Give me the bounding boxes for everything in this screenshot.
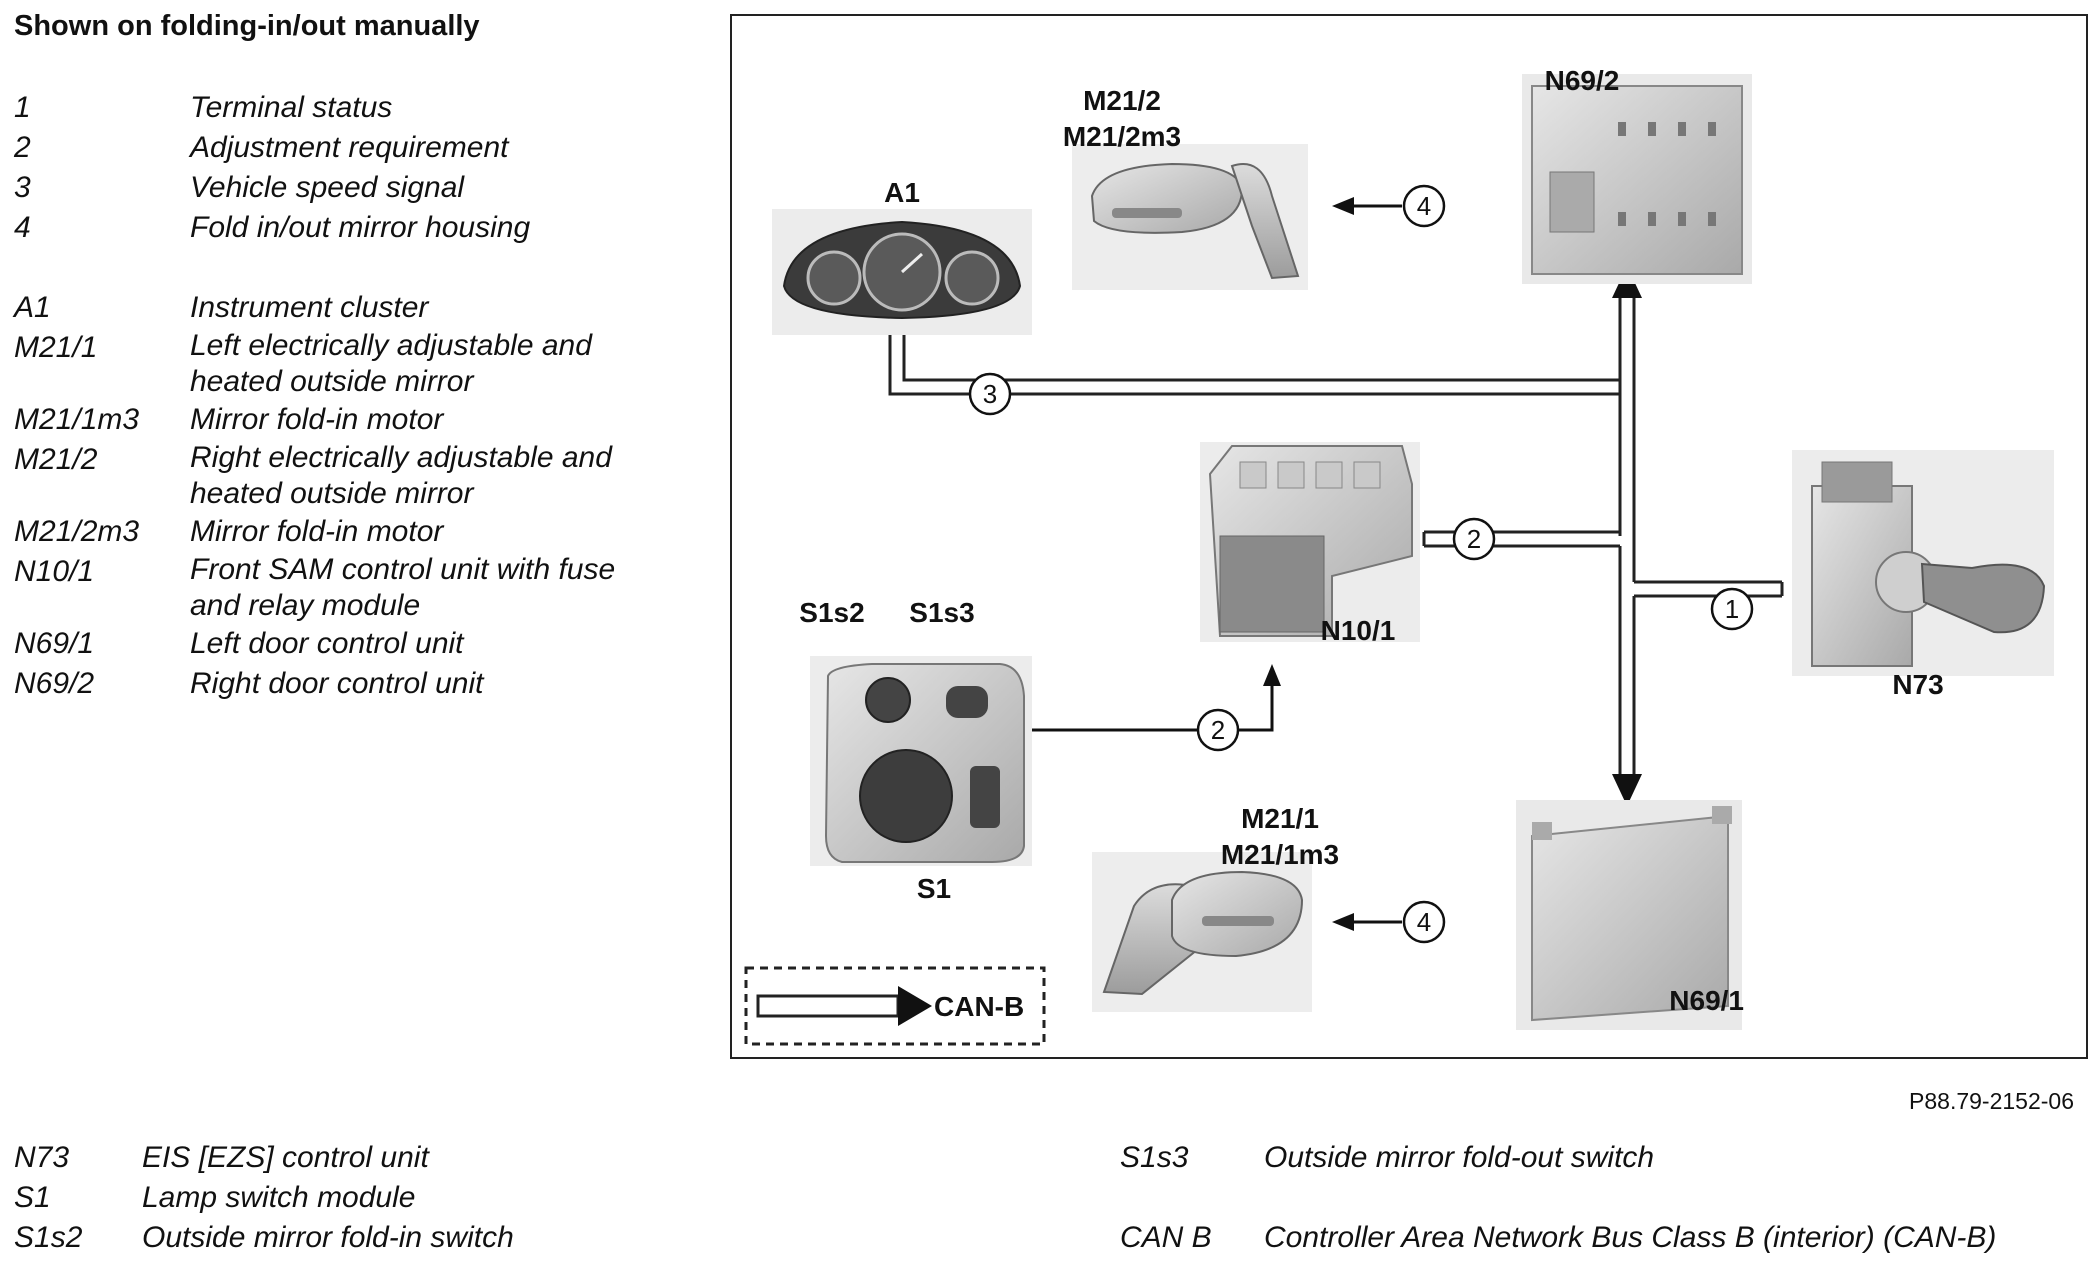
legend-text: Right door control unit bbox=[190, 667, 484, 700]
legend-row: 2 Adjustment requirement bbox=[14, 128, 654, 168]
label-s1: S1 bbox=[917, 873, 951, 904]
signal-number: 2 bbox=[1211, 715, 1225, 745]
legend-row: 4 Fold in/out mirror housing bbox=[14, 208, 654, 248]
left-door-control-unit-icon bbox=[1516, 800, 1742, 1030]
legend-text: Left door control unit bbox=[190, 627, 464, 660]
label-n10-1: N10/1 bbox=[1321, 615, 1396, 646]
legend-key: 3 bbox=[14, 171, 31, 204]
arrow-left-icon bbox=[1332, 197, 1354, 215]
legend-key: N73 bbox=[14, 1141, 70, 1174]
legend-text: Fold in/out mirror housing bbox=[190, 211, 531, 244]
arrow-left-icon bbox=[1332, 913, 1354, 931]
label-m21-1: M21/1 bbox=[1241, 803, 1319, 834]
arrow-down-icon bbox=[1612, 774, 1642, 806]
legend-key: A1 bbox=[14, 291, 51, 324]
label-m21-2m3: M21/2m3 bbox=[1063, 121, 1181, 152]
label-s1s2: S1s2 bbox=[799, 597, 864, 628]
wiring-diagram: 3 2 1 2 4 4 A1 bbox=[730, 14, 2088, 1059]
legend-row: N73 EIS [EZS] control unit bbox=[14, 1138, 914, 1178]
signal-badge-4-left: 4 bbox=[1402, 900, 1446, 944]
legend-row: S1 Lamp switch module bbox=[14, 1178, 914, 1218]
legend-text: Lamp switch module bbox=[142, 1181, 416, 1214]
legend-bottom-left: N73 EIS [EZS] control unit S1 Lamp switch … bbox=[14, 1138, 914, 1258]
arrow-up-small-icon bbox=[1263, 664, 1281, 686]
legend-row: N69/2 Right door control unit bbox=[14, 664, 654, 704]
legend-row: S1s3 Outside mirror fold-out switch bbox=[1120, 1138, 2080, 1178]
legend-row: 3 Vehicle speed signal bbox=[14, 168, 654, 208]
signal-badge-1: 1 bbox=[1710, 587, 1754, 631]
legend-key: N10/1 bbox=[14, 555, 95, 588]
can-b-label: CAN-B bbox=[934, 991, 1024, 1022]
legend-key: S1s2 bbox=[14, 1221, 83, 1254]
legend-text: Vehicle speed signal bbox=[190, 171, 465, 204]
legend-text: Mirror fold-in motor bbox=[190, 403, 444, 436]
legend-text: Terminal status bbox=[190, 91, 393, 124]
left-mirror-icon bbox=[1092, 852, 1312, 1012]
legend-row: M21/1 Left electrically adjustable and he… bbox=[14, 328, 654, 400]
signal-number: 1 bbox=[1725, 594, 1739, 624]
legend-key: N69/1 bbox=[14, 627, 95, 660]
right-door-control-unit-icon bbox=[1522, 74, 1752, 284]
legend-text: Outside mirror fold-out switch bbox=[1264, 1141, 1655, 1174]
legend-key: M21/2 bbox=[14, 443, 98, 476]
label-m21-1m3: M21/1m3 bbox=[1221, 839, 1339, 870]
diagram-canvas: 3 2 1 2 4 4 A1 bbox=[744, 65, 2054, 1046]
signal-badge-2-n10: 2 bbox=[1452, 517, 1496, 561]
signal-number: 4 bbox=[1417, 907, 1431, 937]
legend-text: Mirror fold-in motor bbox=[190, 515, 444, 548]
legend-bottom-right: S1s3 Outside mirror fold-out switch CAN B… bbox=[1120, 1138, 2080, 1258]
label-a1: A1 bbox=[884, 177, 920, 208]
legend-key: 2 bbox=[14, 131, 31, 164]
legend-text: Left electrically adjustable and heated … bbox=[190, 329, 592, 398]
legend-row: M21/1m3 Mirror fold-in motor bbox=[14, 400, 654, 440]
lamp-switch-module-icon bbox=[810, 656, 1032, 866]
legend-spacer bbox=[1120, 1178, 2080, 1218]
legend-key: N69/2 bbox=[14, 667, 95, 700]
signal-number: 4 bbox=[1417, 191, 1431, 221]
arrow-right-icon bbox=[898, 986, 932, 1026]
label-n73: N73 bbox=[1892, 669, 1943, 700]
legend-row: CAN B Controller Area Network Bus Class B… bbox=[1120, 1218, 2080, 1258]
legend-text: Front SAM control unit with fuse and rel… bbox=[190, 553, 616, 622]
can-b-legend: CAN-B bbox=[744, 966, 1046, 1046]
figure-reference: P88.79-2152-06 bbox=[1909, 1088, 2074, 1114]
instrument-cluster-icon bbox=[772, 209, 1032, 335]
legend-row: N69/1 Left door control unit bbox=[14, 624, 654, 664]
legend-row: M21/2m3 Mirror fold-in motor bbox=[14, 512, 654, 552]
legend-text: Right electrically adjustable and heated… bbox=[190, 441, 612, 510]
legend-text: Adjustment requirement bbox=[190, 131, 509, 164]
signal-badge-4-right: 4 bbox=[1402, 184, 1446, 228]
legend-text: Outside mirror fold-in switch bbox=[142, 1221, 514, 1254]
label-m21-2: M21/2 bbox=[1083, 85, 1161, 116]
legend-key: 1 bbox=[14, 91, 31, 124]
legend-row: S1s2 Outside mirror fold-in switch bbox=[14, 1218, 914, 1258]
legend-row: 1 Terminal status bbox=[14, 88, 654, 128]
signal-number: 2 bbox=[1467, 524, 1481, 554]
label-n69-2: N69/2 bbox=[1545, 65, 1620, 96]
legend-key: M21/1m3 bbox=[14, 403, 140, 436]
legend-text: EIS [EZS] control unit bbox=[142, 1141, 429, 1174]
right-mirror-icon bbox=[1072, 144, 1308, 290]
legend-key: M21/1 bbox=[14, 331, 98, 364]
legend-key: S1 bbox=[14, 1181, 51, 1214]
legend-key: M21/2m3 bbox=[14, 515, 140, 548]
legend-row: A1 Instrument cluster bbox=[14, 288, 654, 328]
legend-key: S1s3 bbox=[1120, 1141, 1189, 1174]
legend-text: Instrument cluster bbox=[190, 291, 429, 324]
page-title: Shown on folding-in/out manually bbox=[14, 10, 480, 42]
legend-spacer bbox=[14, 248, 654, 288]
legend-row: N10/1 Front SAM control unit with fuse an… bbox=[14, 552, 654, 624]
legend-key: 4 bbox=[14, 211, 31, 244]
legend-top: 1 Terminal status 2 Adjustment requirement… bbox=[14, 88, 654, 704]
front-sam-control-unit-icon bbox=[1200, 442, 1420, 642]
legend-row: M21/2 Right electrically adjustable and h… bbox=[14, 440, 654, 512]
ignition-switch-icon bbox=[1792, 450, 2054, 676]
label-n69-1: N69/1 bbox=[1669, 985, 1744, 1016]
legend-key: CAN B bbox=[1120, 1221, 1212, 1254]
signal-badge-3: 3 bbox=[968, 372, 1012, 416]
signal-number: 3 bbox=[983, 379, 997, 409]
label-s1s3: S1s3 bbox=[909, 597, 974, 628]
signal-badge-2-s1: 2 bbox=[1196, 708, 1240, 752]
legend-text: Controller Area Network Bus Class B (int… bbox=[1264, 1221, 1997, 1254]
